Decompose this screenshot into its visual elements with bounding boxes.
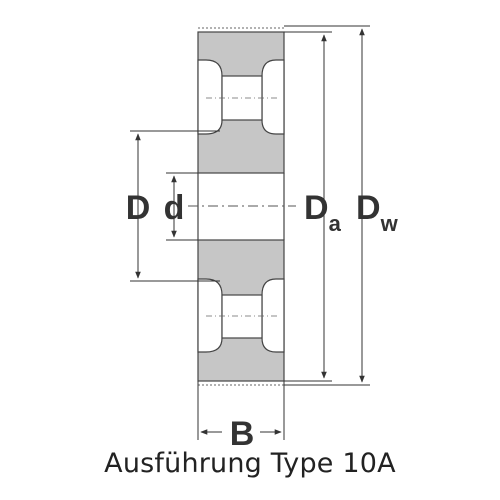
label-Dw-sub: w	[380, 211, 399, 236]
label-Dw: Dw	[356, 189, 399, 236]
dimension-D	[130, 130, 220, 282]
dimension-Da	[284, 31, 332, 382]
upper-wheel-section	[197, 31, 285, 174]
dimension-Dw	[284, 25, 370, 386]
lower-wheel-section	[197, 239, 285, 382]
dimension-d	[166, 172, 198, 241]
label-B: B	[230, 415, 255, 453]
label-Dw-main: D	[356, 189, 381, 227]
label-Da-sub: a	[329, 211, 342, 236]
label-Da-main: D	[304, 189, 329, 227]
label-Da: Da	[304, 189, 342, 236]
label-D: D	[126, 189, 151, 227]
label-d: d	[164, 189, 185, 227]
caption: Ausführung Type 10A	[104, 448, 396, 479]
